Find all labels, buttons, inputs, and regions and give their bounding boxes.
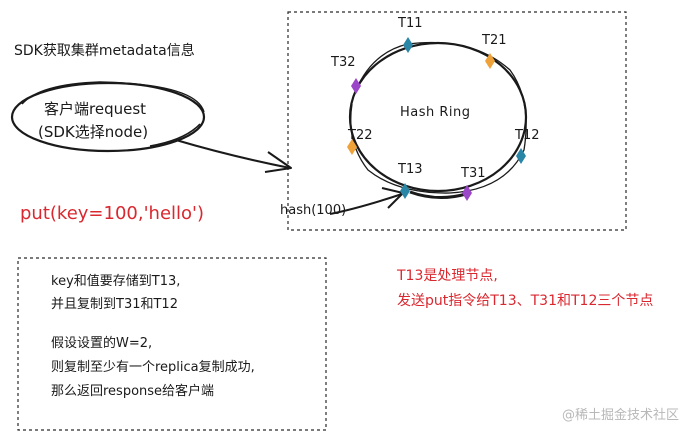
node-label-t22: T22 xyxy=(348,128,373,143)
note-line-4: 则复制至少有一个replica复制成功, xyxy=(51,360,255,375)
node-marker-t32 xyxy=(351,78,361,94)
node-marker-t12 xyxy=(516,148,526,164)
red-note-line-2: 发送put指令给T13、T31和T12三个节点 xyxy=(397,293,654,309)
node-label-t31: T31 xyxy=(461,166,486,181)
client-label-line1: 客户端request xyxy=(44,100,147,118)
note-line-1: key和值要存储到T13, xyxy=(51,274,181,289)
node-marker-t21 xyxy=(485,53,495,69)
ring-container-box xyxy=(287,11,627,231)
red-note-line-1: T13是处理节点, xyxy=(397,268,498,284)
node-marker-t13 xyxy=(400,183,410,199)
node-label-t32: T32 xyxy=(331,55,356,70)
node-label-t11: T11 xyxy=(398,16,423,31)
note-line-5: 那么返回response给客户端 xyxy=(51,384,215,399)
node-marker-t11 xyxy=(403,37,413,53)
node-marker-t31 xyxy=(462,185,472,201)
put-call-label: put(key=100,'hello') xyxy=(20,203,204,224)
node-label-t13: T13 xyxy=(398,162,423,177)
sdk-title: SDK获取集群metadata信息 xyxy=(14,43,195,59)
hash-label: hash(100) xyxy=(280,203,347,218)
client-ellipse xyxy=(10,81,206,153)
client-to-ring-arrow xyxy=(175,139,292,173)
node-marker-t22 xyxy=(347,139,357,155)
watermark: @稀土掘金技术社区 xyxy=(562,408,680,423)
note-line-3: 假设设置的W=2, xyxy=(51,336,153,351)
hash-ring-label: Hash Ring xyxy=(400,105,471,120)
t13-t31-segment xyxy=(409,190,467,199)
node-label-t12: T12 xyxy=(515,128,540,143)
client-label-line2: (SDK选择node) xyxy=(38,123,149,141)
node-label-t21: T21 xyxy=(482,33,507,48)
note-line-2: 并且复制到T31和T12 xyxy=(51,297,178,312)
